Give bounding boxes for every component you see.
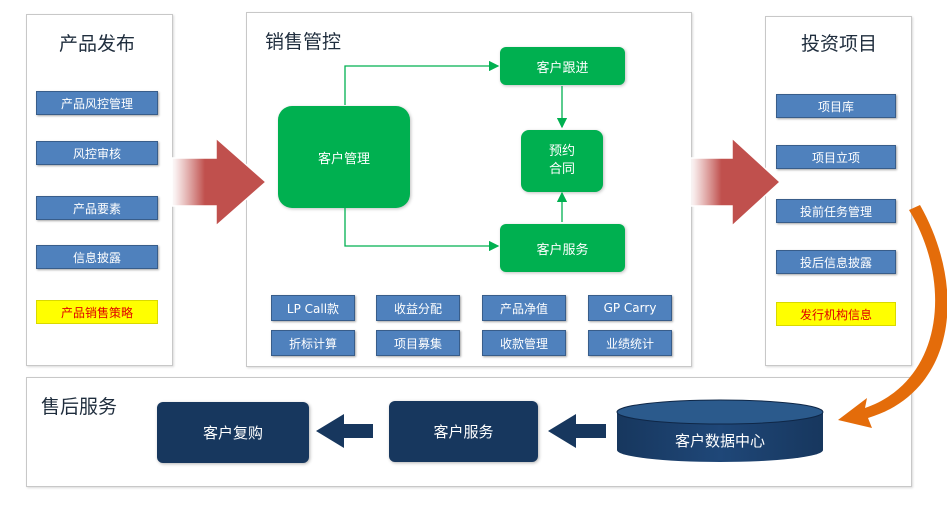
profit-distribution-button[interactable]: 收益分配 <box>376 295 460 321</box>
risk-review-button[interactable]: 风控审核 <box>36 141 158 165</box>
discount-calculation-button[interactable]: 折标计算 <box>271 330 355 356</box>
contract-label: 合同 <box>548 162 575 177</box>
project-initiation-button[interactable]: 项目立项 <box>776 145 896 169</box>
appointment-label: 预约 <box>548 144 575 159</box>
sales-control-title: 销售管控 <box>265 31 342 53</box>
performance-statistics-button[interactable]: 业绩统计 <box>588 330 672 356</box>
pre-investment-tasks-button[interactable]: 投前任务管理 <box>776 199 896 223</box>
collection-management-button[interactable]: 收款管理 <box>482 330 566 356</box>
customer-followup-box[interactable]: 客户跟进 <box>500 47 625 85</box>
appointment-contract-box[interactable]: 预约 合同 <box>521 130 603 192</box>
sales-control-panel: 销售管控 客户管理 客户跟进 预约 合同 客户服务 LP Call款 收益分配 … <box>246 12 692 367</box>
customer-management-box[interactable]: 客户管理 <box>278 106 410 208</box>
investment-projects-panel: 投资项目 项目库 项目立项 投前任务管理 投后信息披露 发行机构信息 <box>765 16 912 366</box>
project-fundraising-button[interactable]: 项目募集 <box>376 330 460 356</box>
post-investment-disclosure-button[interactable]: 投后信息披露 <box>776 250 896 274</box>
lp-call-button[interactable]: LP Call款 <box>271 295 355 321</box>
customer-service-box[interactable]: 客户服务 <box>500 224 625 272</box>
project-library-button[interactable]: 项目库 <box>776 94 896 118</box>
customer-data-center-label[interactable]: 客户数据中心 <box>674 431 765 450</box>
product-elements-button[interactable]: 产品要素 <box>36 196 158 220</box>
product-sales-strategy-button[interactable]: 产品销售策略 <box>36 300 158 324</box>
gp-carry-button[interactable]: GP Carry <box>588 295 672 321</box>
after-sales-title: 售后服务 <box>41 396 118 418</box>
info-disclosure-button[interactable]: 信息披露 <box>36 245 158 269</box>
product-release-title: 产品发布 <box>59 33 136 55</box>
product-risk-management-button[interactable]: 产品风控管理 <box>36 91 158 115</box>
issuer-info-button[interactable]: 发行机构信息 <box>776 302 896 326</box>
product-release-panel: 产品发布 产品风控管理 风控审核 产品要素 信息披露 产品销售策略 <box>26 14 173 366</box>
after-sales-customer-service-box[interactable]: 客户服务 <box>389 401 538 462</box>
customer-repurchase-box[interactable]: 客户复购 <box>157 402 309 463</box>
product-nav-button[interactable]: 产品净值 <box>482 295 566 321</box>
investment-projects-title: 投资项目 <box>801 33 878 55</box>
